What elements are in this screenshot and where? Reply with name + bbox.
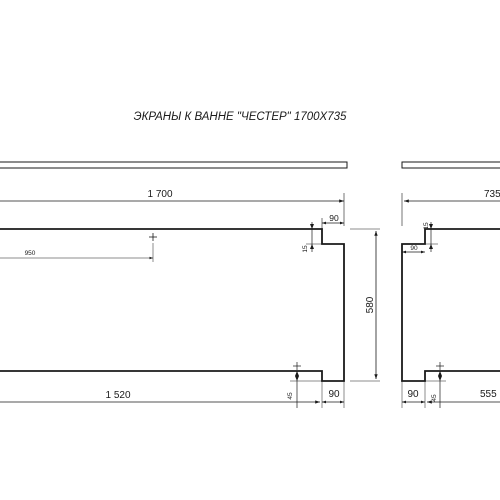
side-notch-top-width-label: 90 [410, 245, 418, 252]
side-notch-bottom-width-label: 90 [407, 389, 419, 400]
side-notch-top-height-label: 15 [423, 222, 430, 230]
side-overall-width-label: 735 [484, 189, 500, 200]
front-panel: 1 700 90 15 950 580 45 [0, 161, 380, 408]
front-panel-outline [0, 228, 345, 382]
side-notch-height-arrows [429, 224, 433, 249]
side-panel-top-view [401, 161, 500, 169]
side-panel-outline [401, 228, 500, 382]
front-overall-width-label: 1 700 [147, 189, 172, 200]
side-notch-bottom-height-label: 45 [431, 394, 438, 402]
front-bottom-width-label: 1 520 [105, 390, 130, 401]
front-notch-top-width-label: 90 [329, 213, 339, 223]
drawing-title: ЭКРАНЫ К ВАННЕ "ЧЕСТЕР" 1700X735 [134, 111, 347, 123]
front-panel-top-view [0, 161, 348, 169]
hole-offset-label: 950 [25, 250, 36, 257]
front-notch-bottom-width-label: 90 [328, 389, 340, 400]
side-bottom-height-arrows [438, 371, 442, 381]
front-bottom-height-arrows [295, 371, 299, 381]
side-panel: 735 15 90 45 90 555 [401, 161, 500, 408]
front-notch-bottom-height-label: 45 [287, 392, 294, 400]
panel-height-label: 580 [365, 296, 376, 313]
side-bottom-width-label: 555 [480, 389, 497, 400]
front-notch-height-arrows [310, 224, 314, 249]
front-notch-top-height-label: 15 [302, 245, 309, 253]
